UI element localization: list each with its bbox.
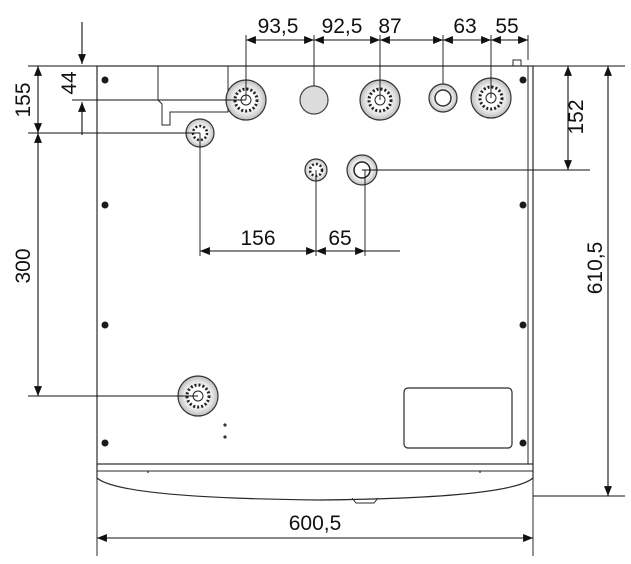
dim-label-155: 155 — [12, 82, 35, 117]
port-hot-water — [428, 83, 458, 113]
dim-label-300: 300 — [12, 248, 35, 283]
dim-label-92-5: 92,5 — [322, 15, 363, 38]
screw-icon — [519, 439, 527, 447]
dim-label-63: 63 — [453, 15, 476, 38]
screw-icon — [101, 201, 109, 209]
dim-label-610-5: 610,5 — [584, 242, 607, 295]
dim-label-44: 44 — [58, 71, 81, 95]
top-right-tab — [512, 59, 522, 66]
screw-icon — [101, 76, 109, 84]
base-plate — [96, 464, 534, 501]
dim-label-600-5: 600,5 — [289, 512, 342, 535]
top-dimension-chain: 93,5 92,5 87 63 55 — [245, 15, 529, 100]
screw-icon — [519, 201, 527, 209]
dim-label-93-5: 93,5 — [258, 15, 299, 38]
dim-44: 44 — [58, 22, 246, 135]
top-bracket — [157, 66, 229, 126]
dim-label-152: 152 — [565, 99, 588, 134]
left-dimension-chain: 155 300 — [12, 65, 200, 397]
display-panel — [403, 387, 513, 449]
appliance-body — [96, 59, 534, 504]
screw-icon — [519, 321, 527, 329]
bottom-dimension: 600,5 — [96, 478, 534, 556]
screw-icon — [101, 439, 109, 447]
indicator-dot — [223, 423, 227, 427]
base-dot — [479, 471, 481, 473]
dim-label-156: 156 — [240, 227, 275, 250]
dim-label-55: 55 — [495, 15, 518, 38]
center-dimension-chain: 156 65 — [199, 133, 400, 256]
dim-label-87: 87 — [378, 15, 401, 38]
indicator-dot — [223, 435, 227, 439]
body-outline — [96, 65, 534, 465]
screw-icon — [101, 321, 109, 329]
screw-icon — [519, 76, 527, 84]
right-dimension-chain: 152 610,5 — [362, 65, 625, 497]
dim-label-65: 65 — [328, 227, 351, 250]
port-blank — [299, 85, 329, 115]
base-clip — [351, 497, 379, 504]
base-dot — [147, 471, 149, 473]
